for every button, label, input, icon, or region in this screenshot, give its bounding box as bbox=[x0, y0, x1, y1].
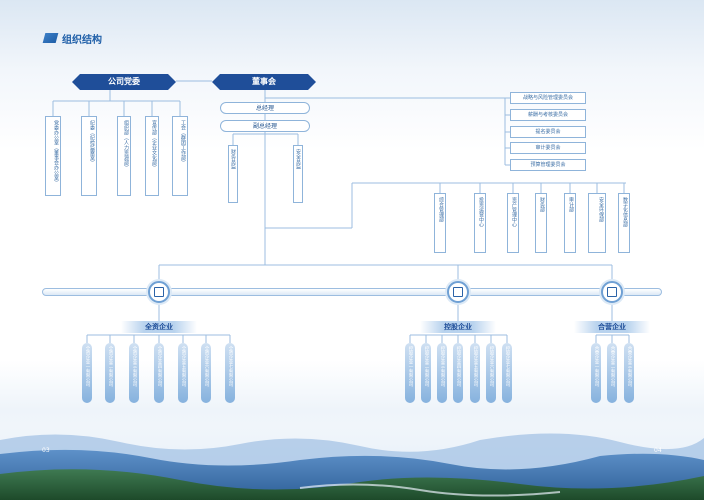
party-committee-node: 公司党委 bbox=[72, 74, 176, 90]
category-label-joint: 合营企业 bbox=[574, 321, 650, 333]
company-pill: 控股企业五有限公司 bbox=[470, 343, 480, 403]
dept-box: 安全环保部 bbox=[588, 193, 606, 253]
company-pill: 全资企业三有限公司 bbox=[129, 343, 139, 403]
company-pill: 全资企业七有限公司 bbox=[225, 343, 235, 403]
building-icon bbox=[447, 281, 469, 303]
dept-box: 财务部 bbox=[535, 193, 547, 253]
cfo-node: 财务总监 bbox=[228, 145, 238, 203]
dept-box: 综合管理部 bbox=[434, 193, 446, 253]
safety-director-node: 安全总监 bbox=[293, 145, 303, 203]
committee-budget: 预算管理委员会 bbox=[510, 159, 586, 171]
dept-box: 审计部 bbox=[564, 193, 576, 253]
company-pill: 全资企业一有限公司 bbox=[82, 343, 92, 403]
committee-audit: 审计委员会 bbox=[510, 142, 586, 154]
board-node: 董事会 bbox=[212, 74, 316, 90]
committee-strategy: 战略与风险管理委员会 bbox=[510, 92, 586, 104]
mountain-landscape bbox=[0, 410, 704, 500]
general-manager-node: 总经理 bbox=[220, 102, 310, 114]
company-pill: 合营企业二有限公司 bbox=[607, 343, 617, 403]
category-label-holding: 控股企业 bbox=[420, 321, 496, 333]
company-pill: 控股企业一有限公司 bbox=[405, 343, 415, 403]
city-icon bbox=[601, 281, 623, 303]
organization-box: 组织部（人力资源部） bbox=[117, 116, 131, 196]
company-pill: 控股企业四有限公司 bbox=[453, 343, 463, 403]
company-pill: 全资企业二有限公司 bbox=[105, 343, 115, 403]
discipline-box: 纪委（纪检监察室） bbox=[81, 116, 97, 196]
building-icon bbox=[148, 281, 170, 303]
dept-box: 投资运营中心 bbox=[474, 193, 486, 253]
deputy-general-manager-node: 副总经理 bbox=[220, 120, 310, 132]
committee-compensation: 薪酬与考核委员会 bbox=[510, 109, 586, 121]
company-pill: 控股企业七有限公司 bbox=[502, 343, 512, 403]
category-label-wholly-owned: 全资企业 bbox=[121, 321, 197, 333]
company-pill: 合营企业一有限公司 bbox=[591, 343, 601, 403]
company-pill: 控股企业二有限公司 bbox=[421, 343, 431, 403]
dept-box: 数字化信息部 bbox=[618, 193, 630, 253]
company-pill: 控股企业三有限公司 bbox=[437, 343, 447, 403]
publicity-box: 宣传部（企业文化部） bbox=[145, 116, 159, 196]
page-number-right: 04 bbox=[654, 447, 662, 454]
party-office-box: 党委办公室（董事会办公室） bbox=[45, 116, 61, 196]
enterprise-bar bbox=[42, 288, 662, 296]
company-pill: 合营企业三有限公司 bbox=[624, 343, 634, 403]
dept-box: 资产管理中心 bbox=[507, 193, 519, 253]
company-pill: 全资企业五有限公司 bbox=[178, 343, 188, 403]
committee-nomination: 提名委员会 bbox=[510, 126, 586, 138]
page-title: 组织结构 bbox=[62, 35, 102, 46]
company-pill: 全资企业六有限公司 bbox=[201, 343, 211, 403]
union-box: 工会（群团工作部） bbox=[172, 116, 188, 196]
company-pill: 控股企业六有限公司 bbox=[486, 343, 496, 403]
page-number-left: 03 bbox=[42, 447, 50, 454]
company-pill: 全资企业四有限公司 bbox=[154, 343, 164, 403]
